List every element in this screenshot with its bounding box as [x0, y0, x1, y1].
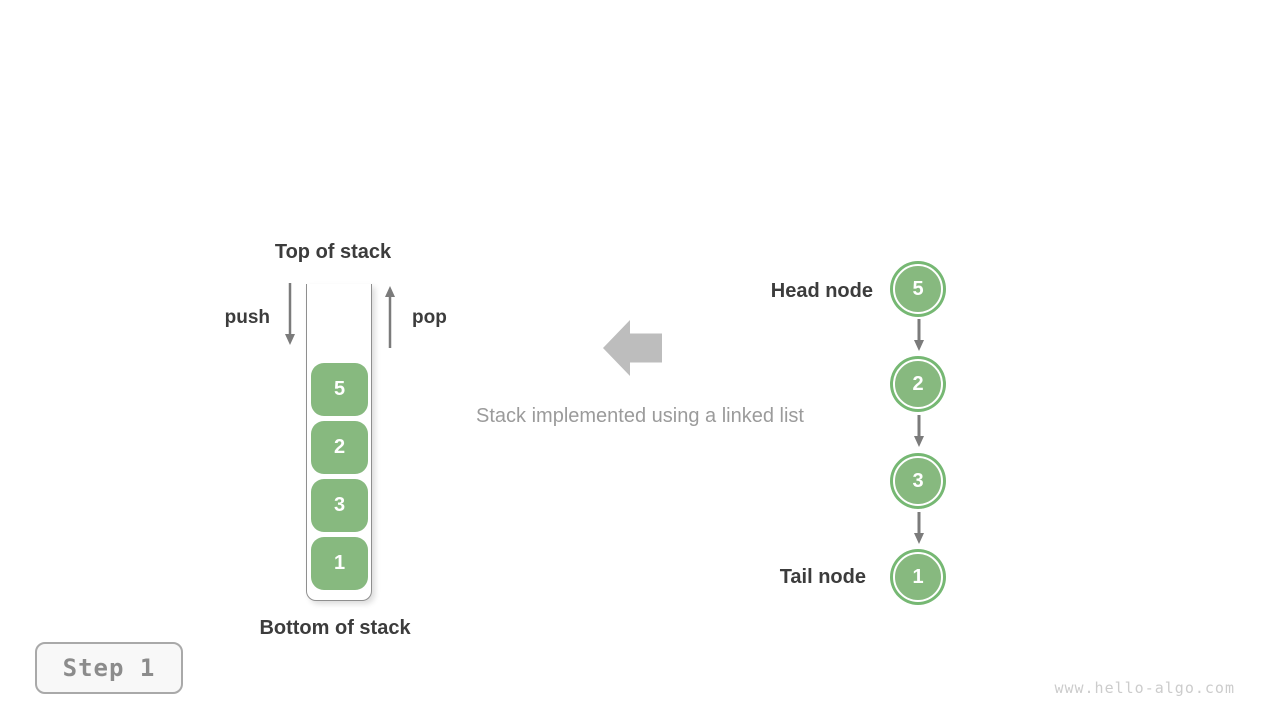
tail-node-label: Tail node [779, 566, 866, 588]
list-node: 3 [893, 456, 943, 506]
list-node: 5 [893, 264, 943, 314]
node-value: 5 [912, 277, 924, 300]
node-value: 1 [912, 565, 924, 588]
head-node-label: Head node [770, 280, 873, 302]
top-of-stack-label: Top of stack [274, 241, 392, 263]
step-badge-label: Step 1 [62, 654, 156, 682]
stack-item: 3 [311, 479, 368, 532]
stack-item: 5 [311, 363, 368, 416]
caption-text: Stack implemented using a linked list [476, 405, 804, 427]
bottom-of-stack-label: Bottom of stack [259, 617, 411, 639]
stack-item: 2 [311, 421, 368, 474]
node-value: 3 [912, 469, 924, 492]
left-block-arrow-icon [603, 320, 662, 376]
stack-item: 1 [311, 537, 368, 590]
pop-label: pop [412, 307, 447, 328]
watermark-text: www.hello-algo.com [1054, 679, 1235, 697]
node-value: 2 [912, 372, 924, 395]
step-badge: Step 1 [35, 642, 183, 694]
push-label: push [224, 307, 270, 328]
list-node: 2 [893, 359, 943, 409]
list-node: 1 [893, 552, 943, 602]
